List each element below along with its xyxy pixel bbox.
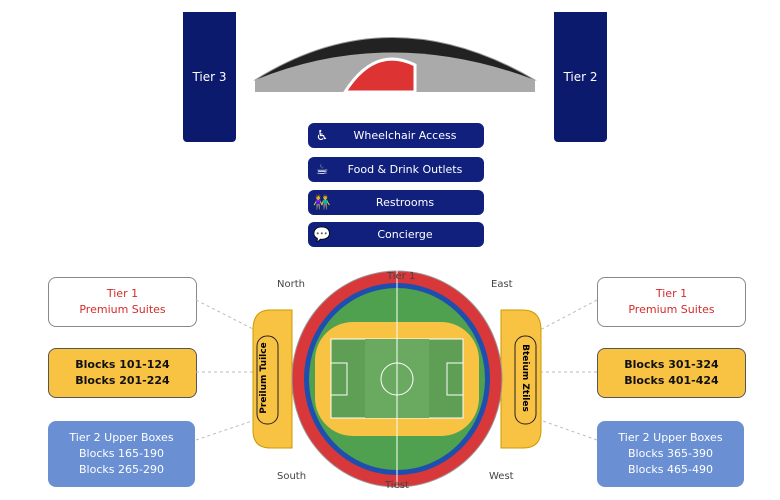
label-bottom: Tiest xyxy=(385,480,409,491)
tier-3-banner[interactable]: Tier 3 xyxy=(183,12,236,142)
box-title: Tier 1 xyxy=(106,287,139,300)
button-label: Food & Drink Outlets xyxy=(347,163,463,176)
button-label: Wheelchair Access xyxy=(353,129,457,142)
box-line: Blocks 301-324 xyxy=(624,358,719,371)
box-title: Tier 2 Upper Boxes xyxy=(618,431,723,444)
chat-bubble-icon: 💬 xyxy=(313,226,331,243)
right-suite-label: Bteium Ztiles xyxy=(520,344,530,412)
box-subtitle: Premium Suites xyxy=(79,303,166,316)
restroom-icon: 👫 xyxy=(313,194,331,211)
box-line: Blocks 201-224 xyxy=(75,374,170,387)
left-suite-label: Preilum Tuilce xyxy=(259,342,269,414)
label-south: South xyxy=(277,471,307,482)
button-label: Concierge xyxy=(377,228,433,241)
box-subtitle: Premium Suites xyxy=(628,303,715,316)
box-line: Blocks 401-424 xyxy=(624,374,719,387)
button-label: Restrooms xyxy=(375,196,435,209)
label-north: North xyxy=(277,279,305,290)
stadium-illustration xyxy=(253,37,537,94)
box-line: Blocks 165-190 xyxy=(79,447,164,460)
box-line: Blocks 265-290 xyxy=(79,463,164,476)
wheelchair-access-button[interactable]: ♿ Wheelchair Access xyxy=(308,123,484,148)
label-west: West xyxy=(489,471,514,482)
label-tier-1: Tier 1 xyxy=(387,271,416,282)
box-title: Tier 2 Upper Boxes xyxy=(69,431,174,444)
restrooms-button[interactable]: 👫 Restrooms xyxy=(308,190,484,215)
tier-2-banner[interactable]: Tier 2 xyxy=(554,12,607,142)
box-title: Tier 1 xyxy=(655,287,688,300)
box-line: Blocks 365-390 xyxy=(628,447,713,460)
left-suite-block[interactable] xyxy=(252,309,293,449)
left-premium-suites-box[interactable]: Tier 1 Premium Suites xyxy=(48,277,197,327)
label-east: East xyxy=(491,279,513,290)
box-line: Blocks 101-124 xyxy=(75,358,170,371)
right-suite-block[interactable] xyxy=(500,309,542,449)
concierge-button[interactable]: 💬 Concierge xyxy=(308,222,484,247)
right-premium-suites-box[interactable]: Tier 1 Premium Suites xyxy=(597,277,746,327)
coffee-cup-icon: ☕ xyxy=(315,161,329,178)
connector-lines xyxy=(195,299,598,441)
wheelchair-icon: ♿ xyxy=(315,127,329,144)
food-drink-button[interactable]: ☕ Food & Drink Outlets xyxy=(308,157,484,182)
box-line: Blocks 465-490 xyxy=(628,463,713,476)
